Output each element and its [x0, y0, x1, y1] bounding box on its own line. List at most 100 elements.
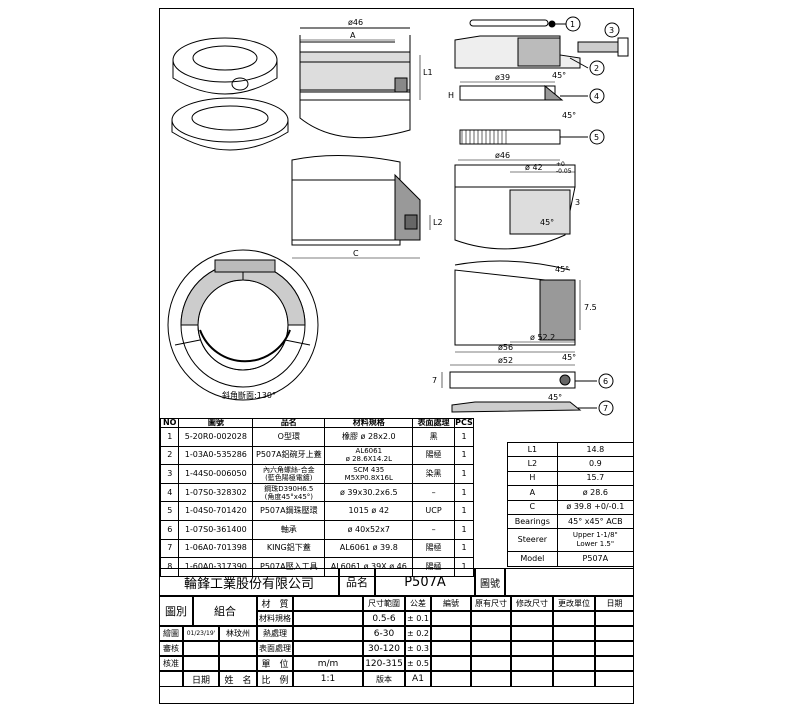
checked-name — [219, 641, 257, 656]
cell-line: 鋼珠D390H6.5 — [264, 484, 314, 493]
dim-56: ø56 — [498, 343, 513, 352]
table-cell: 染黑 — [412, 464, 455, 484]
cell-line: AL6061 — [355, 447, 383, 456]
dim-45-e: 45° — [562, 353, 576, 362]
table-cell: KING鋁下蓋 — [252, 538, 326, 559]
cell-line: ø 39x30.2x6.5 — [339, 487, 398, 497]
part7-lower-cup-view — [451, 401, 582, 413]
cell-line: – — [431, 524, 436, 534]
tol-value-2: ± 0.2 — [405, 626, 431, 641]
dim-42: ø 42 — [525, 163, 543, 172]
cell-line: 1 — [461, 450, 467, 460]
cell-line: H — [529, 473, 536, 483]
part6-bearing-view — [449, 371, 576, 389]
part3-screw-view — [577, 37, 629, 57]
revision-cell — [511, 656, 553, 671]
balloon-5: 5 — [594, 133, 599, 142]
revision-header: 日期 — [595, 596, 634, 611]
table-cell: ø 39x30.2x6.5 — [324, 482, 414, 503]
drawn-by-name: 林玟州 — [219, 626, 257, 641]
spec-cell: 0.9 — [556, 456, 635, 472]
section-angle-note: 斜角斷面:130° — [222, 390, 276, 400]
revision-header: 編號 — [431, 596, 471, 611]
drawing-no-value — [505, 568, 634, 596]
cell-line: 1 — [167, 431, 173, 441]
table-cell: 5 — [159, 501, 180, 521]
revision-cell — [595, 626, 634, 641]
table-cell: 1-06A0-701398 — [178, 538, 254, 559]
table-cell: 4 — [159, 482, 180, 503]
table-cell: 1 — [454, 501, 474, 521]
right-mid-section — [454, 164, 576, 346]
cell-line: 15.7 — [586, 473, 605, 483]
dim-45-a: 45° — [552, 71, 566, 80]
circular-top-view — [167, 249, 319, 401]
table-cell: 1-03A0-535286 — [178, 445, 254, 466]
spec-cell: L1 — [507, 441, 558, 458]
revision-cell — [471, 626, 511, 641]
date-column-label: 日期 — [183, 671, 219, 687]
table-cell: 陽極 — [412, 445, 455, 466]
unit-value: m/m — [293, 656, 363, 671]
table-cell: 1 — [454, 482, 474, 503]
unit-label: 單 位 — [257, 656, 293, 671]
cell-line: KING鋁下蓋 — [266, 543, 311, 553]
version-label: 版本 — [363, 671, 405, 687]
table-cell: P507A鋁碗牙上蓋 — [252, 445, 326, 466]
cell-line: 1 — [461, 543, 467, 553]
cell-line: 1-44S0-006050 — [184, 468, 247, 478]
spec-cell: Upper 1-1/8"Lower 1.5" — [556, 528, 635, 553]
cell-line: (角度45°x45°) — [264, 492, 314, 501]
balloon-4: 4 — [594, 92, 599, 101]
material-label: 材 質 — [257, 596, 293, 611]
name-column-label: 姓 名 — [219, 671, 257, 687]
cell-line: O型環 — [277, 431, 300, 441]
revision-cell — [553, 611, 595, 626]
dim-7: 7 — [432, 376, 437, 385]
tol-value-3: ± 0.3 — [405, 641, 431, 656]
iso-lower-cup — [171, 97, 289, 151]
dim-A: A — [350, 31, 356, 40]
dim-7-5: 7.5 — [584, 303, 597, 312]
cell-line: 14.8 — [586, 444, 605, 454]
tol-header: 公差 — [405, 596, 431, 611]
col-pcs: PCS — [454, 418, 474, 428]
drawing-no-label: 圖號 — [475, 568, 505, 596]
table-cell: UCP — [412, 501, 455, 521]
cell-line: 1 — [461, 468, 467, 478]
version-value: A1 — [405, 671, 431, 687]
dim-L1: L1 — [423, 68, 433, 77]
surface-value — [293, 641, 363, 656]
col-part-name: 品名 — [252, 418, 326, 428]
cell-line: 橡膠 ø 28x2.0 — [341, 431, 396, 441]
table-cell: 1-04S0-701420 — [178, 501, 254, 521]
cell-line: (藍色陽極電鍍) — [265, 473, 313, 482]
table-cell: 1 — [159, 427, 180, 447]
table-cell: 7 — [159, 538, 180, 559]
revision-cell — [553, 656, 595, 671]
part4-ring-view — [459, 84, 564, 101]
col-surface: 表面處理 — [412, 418, 455, 428]
cell-line: 1015 ø 42 — [348, 506, 390, 516]
cell-line: L1 — [527, 444, 538, 454]
spec-cell: A — [507, 485, 558, 501]
dim-46-top: ø46 — [348, 18, 363, 27]
revision-cell — [471, 656, 511, 671]
table-cell: 1-07S0-328302 — [178, 482, 254, 503]
dim-H-small: H — [448, 91, 454, 100]
revision-cell — [471, 641, 511, 656]
revision-cell — [471, 671, 511, 687]
revision-cell — [553, 626, 595, 641]
table-cell: 1 — [454, 445, 474, 466]
col-no: NO — [159, 418, 180, 428]
balloon-markers — [555, 16, 620, 416]
part5-knurled-ring — [459, 129, 561, 145]
company-name: 輪鋒工業股份有限公司 — [159, 568, 339, 596]
